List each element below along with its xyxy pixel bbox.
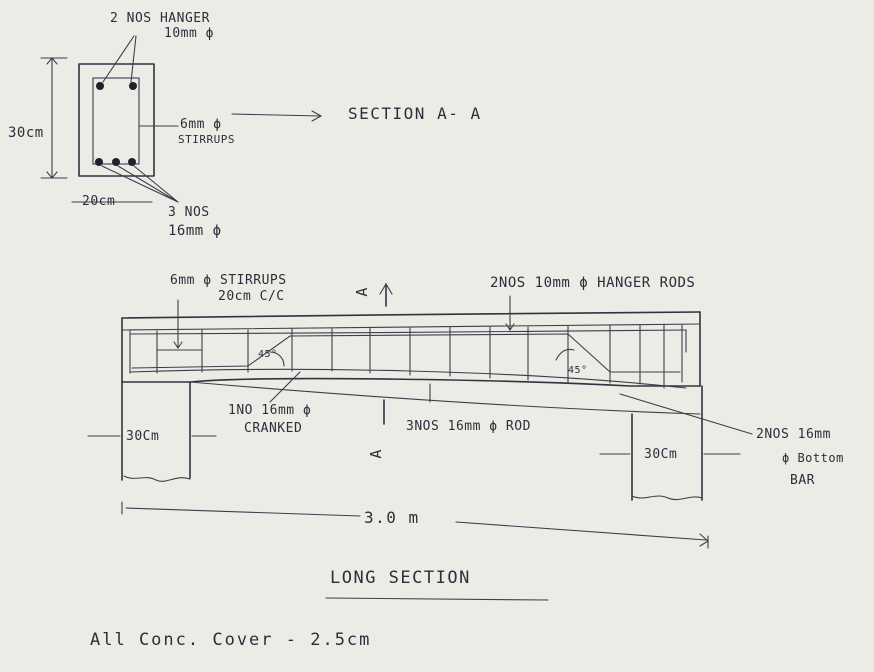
section-title-arrow (231, 113, 321, 117)
hanger-leader (102, 35, 135, 83)
hanger-leader (130, 35, 137, 83)
section-mark-top: A (352, 287, 371, 297)
depth-label: 30cm (8, 125, 44, 141)
stirrup-size: 6mm ϕ (180, 117, 222, 132)
cranked-size: 1NO 16mm ϕ (228, 403, 312, 418)
bottom-bar-dot (128, 158, 136, 166)
section-outline (78, 63, 155, 177)
bottom-bar-label: BAR (790, 473, 815, 488)
width-label: 20cm (82, 194, 116, 209)
depth-dimension (40, 57, 68, 179)
cranked-leader (269, 371, 301, 403)
left-support-label: 30Cm (126, 429, 160, 444)
bottom-bar-leader (619, 393, 753, 435)
hanger-bar-dot (129, 82, 137, 90)
section-title: SECTION A- A (348, 104, 482, 123)
span-dim-right (455, 521, 707, 541)
section-mark-bottom: A (366, 449, 385, 459)
stirrups-spacing: 20cm C/C (218, 289, 285, 304)
angle-arc-right (555, 348, 575, 361)
hanger-bar-dot (96, 82, 104, 90)
beam-ends (121, 311, 701, 387)
bottom-bar-size: 2NOS 16mm (756, 427, 831, 442)
cover-note: All Conc. Cover - 2.5cm (90, 630, 372, 650)
depth-arrows (46, 57, 58, 179)
stirrup-label: STIRRUPS (178, 133, 235, 146)
bottom-bars-count: 3 NOS (168, 205, 210, 220)
bottom-bar-desc: ϕ Bottom (782, 451, 844, 465)
main-rod-label: 3NOS 16mm ϕ ROD (406, 419, 531, 434)
section-stirrup (92, 77, 140, 165)
cross-section (40, 35, 323, 203)
main-bars (129, 368, 687, 389)
long-section-drawing (87, 282, 753, 601)
long-section-underline (325, 597, 549, 601)
hanger-label: 2 NOS HANGER (110, 11, 210, 26)
hanger-size: 10mm ϕ (164, 26, 214, 41)
cranked-label: CRANKED (244, 421, 303, 436)
angle-arc-left (269, 351, 285, 367)
angle-right-label: 45° (568, 365, 588, 376)
left-support (121, 381, 191, 481)
bottom-bars-size: 16mm ϕ (168, 223, 222, 239)
span-dim-left (125, 507, 361, 517)
hanger-rods (129, 329, 687, 335)
span-label: 3.0 m (364, 508, 420, 527)
cranked-bar (131, 333, 681, 373)
right-support (631, 385, 703, 501)
bottom-bar-dot (95, 158, 103, 166)
beam-bottom (121, 377, 701, 387)
angle-left-label: 45° (258, 349, 278, 360)
right-support-label: 30Cm (644, 447, 678, 462)
long-section-title: LONG SECTION (330, 568, 471, 588)
stirrups-label: 6mm ϕ STIRRUPS (170, 273, 287, 288)
hanger-rods-label: 2NOS 10mm ϕ HANGER RODS (490, 275, 696, 291)
beam-top-cover (121, 323, 701, 331)
bottom-bar-dot (112, 158, 120, 166)
bottom-bars-leader (101, 165, 179, 203)
beam-top (121, 311, 701, 319)
